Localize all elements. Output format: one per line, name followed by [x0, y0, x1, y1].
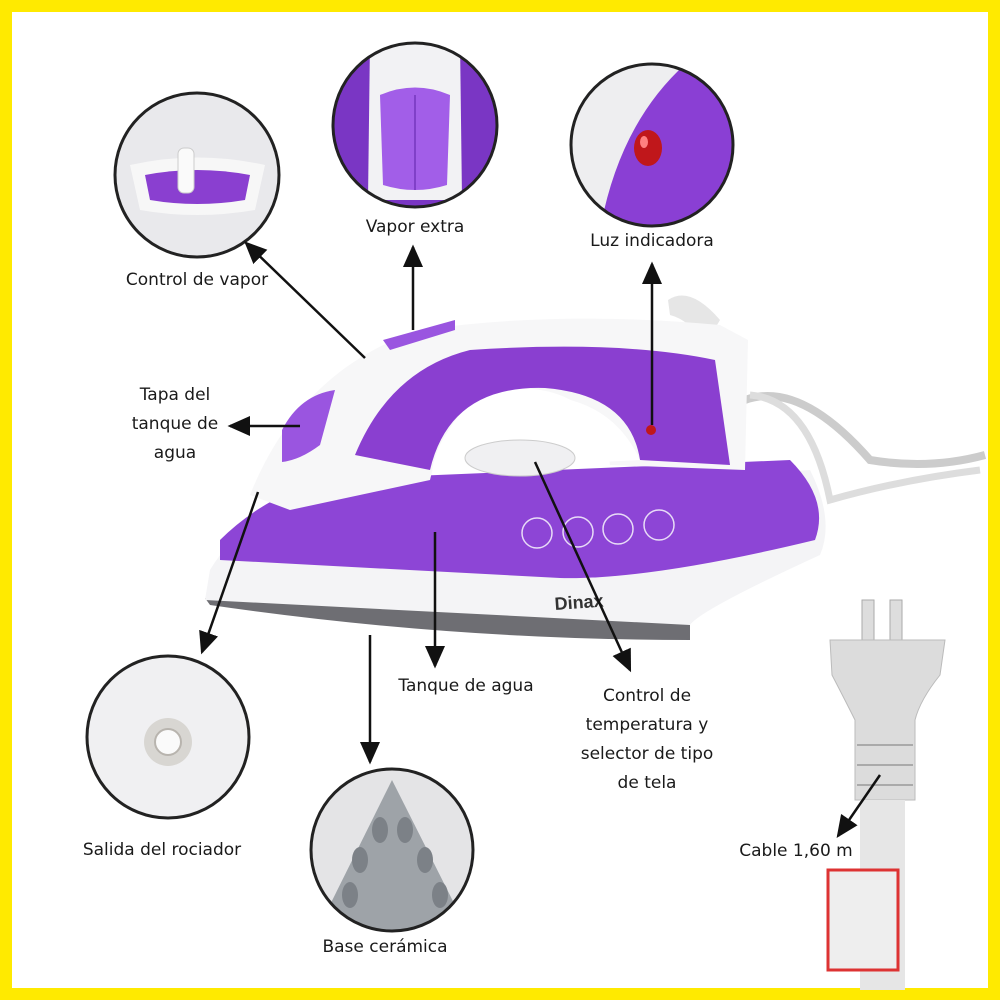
- label-tanque: Tanque de agua: [398, 676, 534, 696]
- label-line: Tapa del: [139, 385, 211, 405]
- detail-steam-control: [115, 93, 279, 257]
- label-control-vapor: Control de vapor: [125, 270, 269, 290]
- detail-indicator-light: [571, 64, 733, 226]
- label-cable: Cable 1,60 m: [739, 841, 853, 861]
- label-line: de tela: [617, 773, 677, 793]
- detail-ceramic-base: [311, 769, 473, 931]
- label-line: selector de tipo: [580, 744, 714, 764]
- label-line: Control de: [602, 686, 692, 706]
- steam-iron: Dinax: [205, 295, 987, 640]
- label-line: tanque de: [131, 414, 219, 434]
- callout-arrows: [199, 241, 882, 839]
- detail-extra-steam: [333, 43, 497, 207]
- brand-logo: Dinax: [554, 591, 604, 614]
- label-control-temperatura: Control de temperatura y selector de tip…: [581, 682, 714, 798]
- label-line: agua: [153, 443, 197, 463]
- label-base: Base cerámica: [322, 937, 448, 957]
- label-vapor-extra: Vapor extra: [365, 217, 465, 237]
- detail-spray-nozzle: [87, 656, 249, 818]
- label-salida: Salida del rociador: [82, 840, 242, 860]
- label-tapa: Tapa del tanque de agua: [132, 381, 219, 468]
- power-plug: [826, 599, 946, 990]
- label-luz-indicadora: Luz indicadora: [590, 231, 714, 251]
- label-line: temperatura y: [585, 715, 709, 735]
